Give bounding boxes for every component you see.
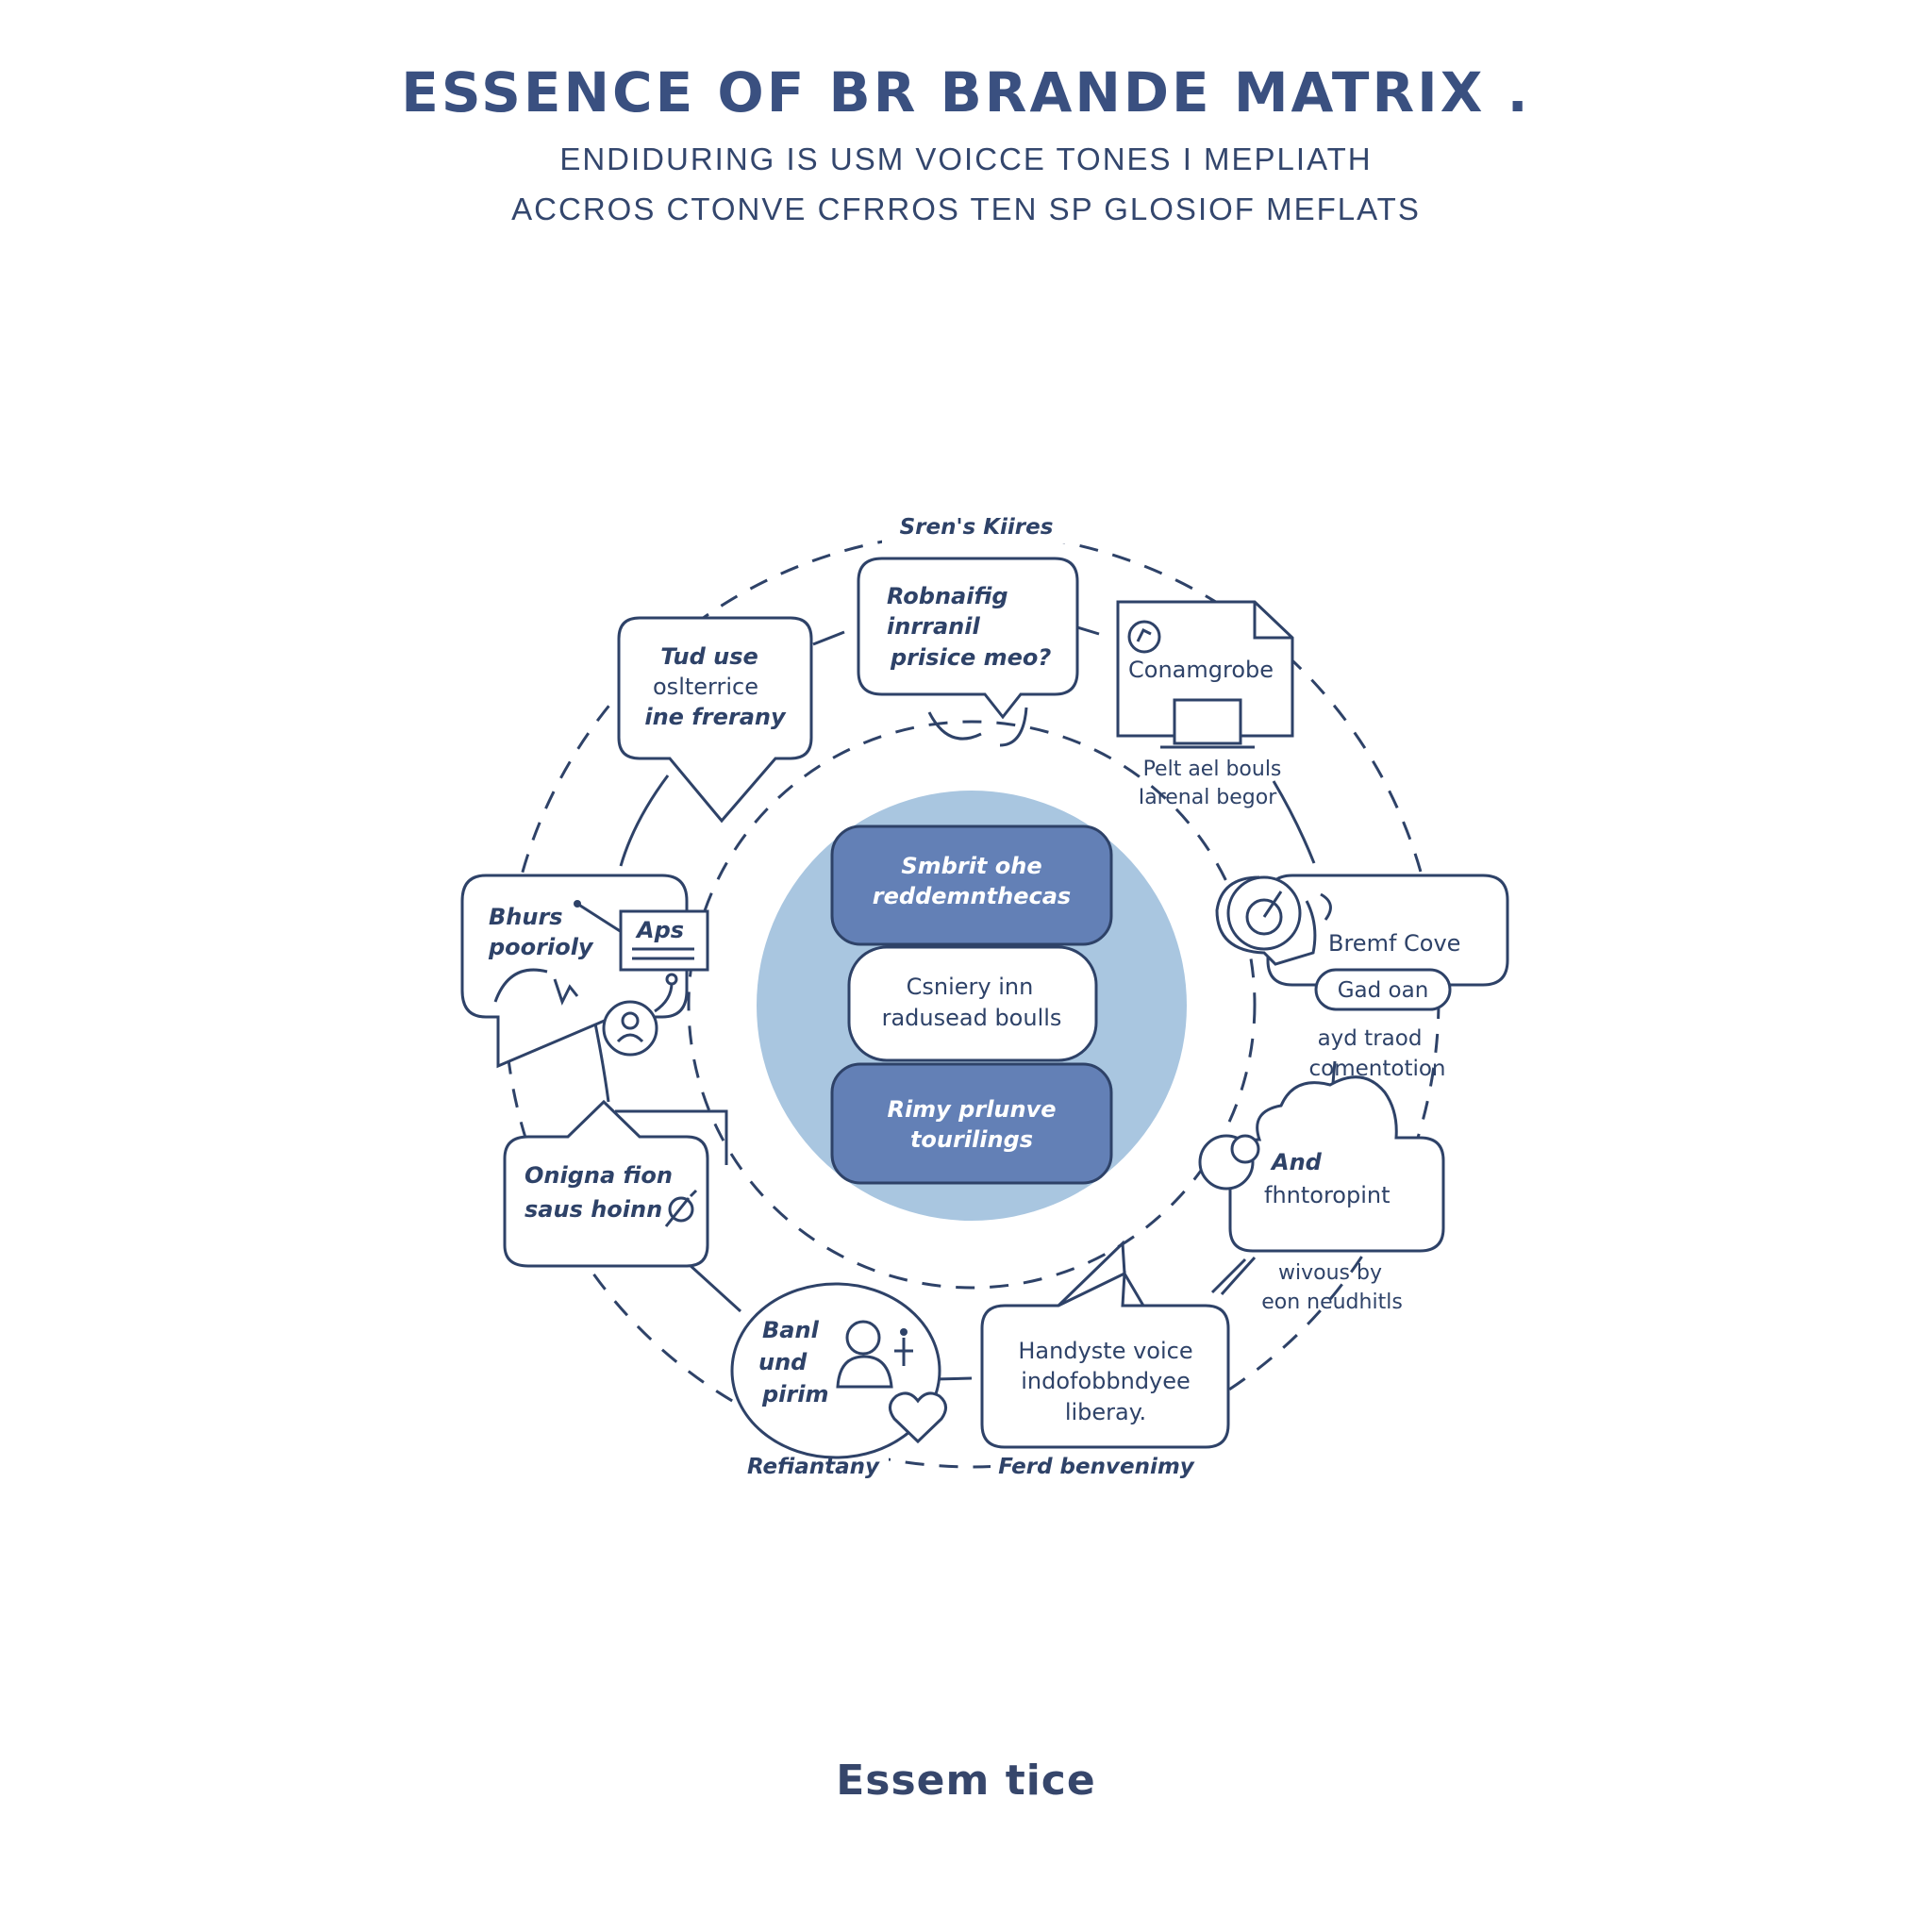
node-bottom-right-line-1: Handyste voice — [1018, 1338, 1192, 1364]
node-top-left-bubble: Tud use oslterrice ine frerany — [617, 616, 813, 824]
node-right-cloud-caption-2: eon neudhitls — [1261, 1291, 1403, 1314]
compass-icon — [1127, 620, 1161, 654]
node-left-line-1: Bhurs — [489, 904, 563, 930]
center-top-box-line-1: Smbrit ohe — [901, 853, 1041, 879]
node-left-line-2: poorioly — [488, 934, 594, 960]
person-plus-icon — [836, 1320, 913, 1389]
laptop-icon — [1160, 698, 1255, 749]
node-top-line-3: prisice meo? — [890, 644, 1051, 671]
node-right-cloud: And fhntoropint wivous by eon neudhitls — [1198, 1075, 1445, 1314]
node-top-left-line-2: oslterrice — [653, 674, 758, 700]
ring-label-bottom-left: Refiantany — [747, 1455, 880, 1479]
node-top-left-line-3: ine frerany — [644, 704, 787, 730]
connector-lines — [592, 625, 1337, 1381]
node-bottom-circle-line-3: pirim — [761, 1381, 828, 1407]
center-top-box: Smbrit ohe reddemnthecas — [830, 824, 1113, 946]
node-top-right-label: Conamgrobe — [1128, 657, 1274, 683]
center-bottom-box-line-1: Rimy prlunve — [887, 1096, 1056, 1123]
node-bottom-circle: Banl und pirim — [730, 1282, 947, 1459]
ring-label-bottom-right: Ferd benvenimy — [998, 1455, 1195, 1479]
node-right-pill: Gad oan — [1338, 978, 1429, 1003]
node-right-label: Bremf Cove — [1328, 930, 1460, 957]
node-top-line-2: inrranil — [887, 613, 980, 640]
node-bottom-right-bubble: Handyste voice indofobbndyee liberay. — [980, 1240, 1230, 1449]
node-right-bubble: Bremf Cove Gad oan ayd traod comentotion — [1215, 874, 1509, 1081]
center-middle-box-line-2: radusead boulls — [882, 1005, 1062, 1031]
center-bottom-box-line-2: tourilings — [910, 1126, 1033, 1153]
center-top-box-line-2: reddemnthecas — [873, 883, 1071, 909]
center-middle-box: Csniery inn radusead boulls — [847, 945, 1098, 1062]
footer-label: Essem tice — [836, 1757, 1096, 1805]
node-top-right-card: Conamgrobe Pelt ael bouls Iarenal begor — [1116, 600, 1294, 809]
person-icon — [602, 1000, 658, 1057]
node-right-caption-1: ayd traod — [1318, 1026, 1423, 1051]
node-top-left-line-1: Tud use — [660, 643, 758, 670]
page-title: ESSENCE OF BR BRANDE MATRIX . — [401, 60, 1531, 125]
node-bottom-circle-line-1: Banl — [762, 1317, 820, 1343]
node-top-right-caption-2: Iarenal begor — [1139, 786, 1278, 809]
node-right-caption-2: comentotion — [1309, 1057, 1446, 1081]
subtitle-line-2: ACCROS CTONVE CFRROS TEN SP GLOSIOF MEFL… — [511, 192, 1421, 226]
node-bottom-right-line-2: indofobbndyee — [1021, 1368, 1191, 1394]
node-bottom-right-line-3: liberay. — [1065, 1399, 1146, 1425]
inner-dashed-ring — [687, 720, 1257, 1290]
node-top-right-caption-1: Pelt ael bouls — [1143, 758, 1282, 781]
center-bottom-box: Rimy prlunve tourilings — [830, 1062, 1113, 1185]
node-bottom-left-line-1: Onigna fion — [525, 1162, 673, 1189]
cursor-icon — [553, 978, 579, 1006]
node-top-bubble: Robnaifig inrranil prisice meo? — [857, 557, 1079, 747]
node-bottom-left-box: Onigna fion saus hoinn — [503, 1099, 728, 1268]
subtitle-line-1: ENDIDURING IS USM VOICCE TONES I MEPLIAT… — [559, 142, 1373, 176]
node-bottom-left-line-2: saus hoinn — [525, 1196, 662, 1223]
node-bottom-circle-line-2: und — [758, 1349, 808, 1375]
node-right-cloud-line-1: And — [1270, 1149, 1323, 1175]
node-right-cloud-caption-1: wivous by — [1278, 1261, 1382, 1285]
node-top-line-1: Robnaifig — [887, 583, 1008, 609]
pencil-icon — [664, 1189, 698, 1227]
node-left-tag: Aps — [635, 917, 684, 943]
heart-icon — [889, 1391, 947, 1444]
lightbulb-icon — [1226, 875, 1302, 951]
node-right-cloud-line-2: fhntoropint — [1264, 1182, 1391, 1208]
ring-label-top: Sren's Kiires — [900, 515, 1054, 540]
center-middle-box-line-1: Csniery inn — [907, 974, 1034, 1000]
node-left-bubble: Bhurs poorioly Aps — [460, 874, 709, 1069]
